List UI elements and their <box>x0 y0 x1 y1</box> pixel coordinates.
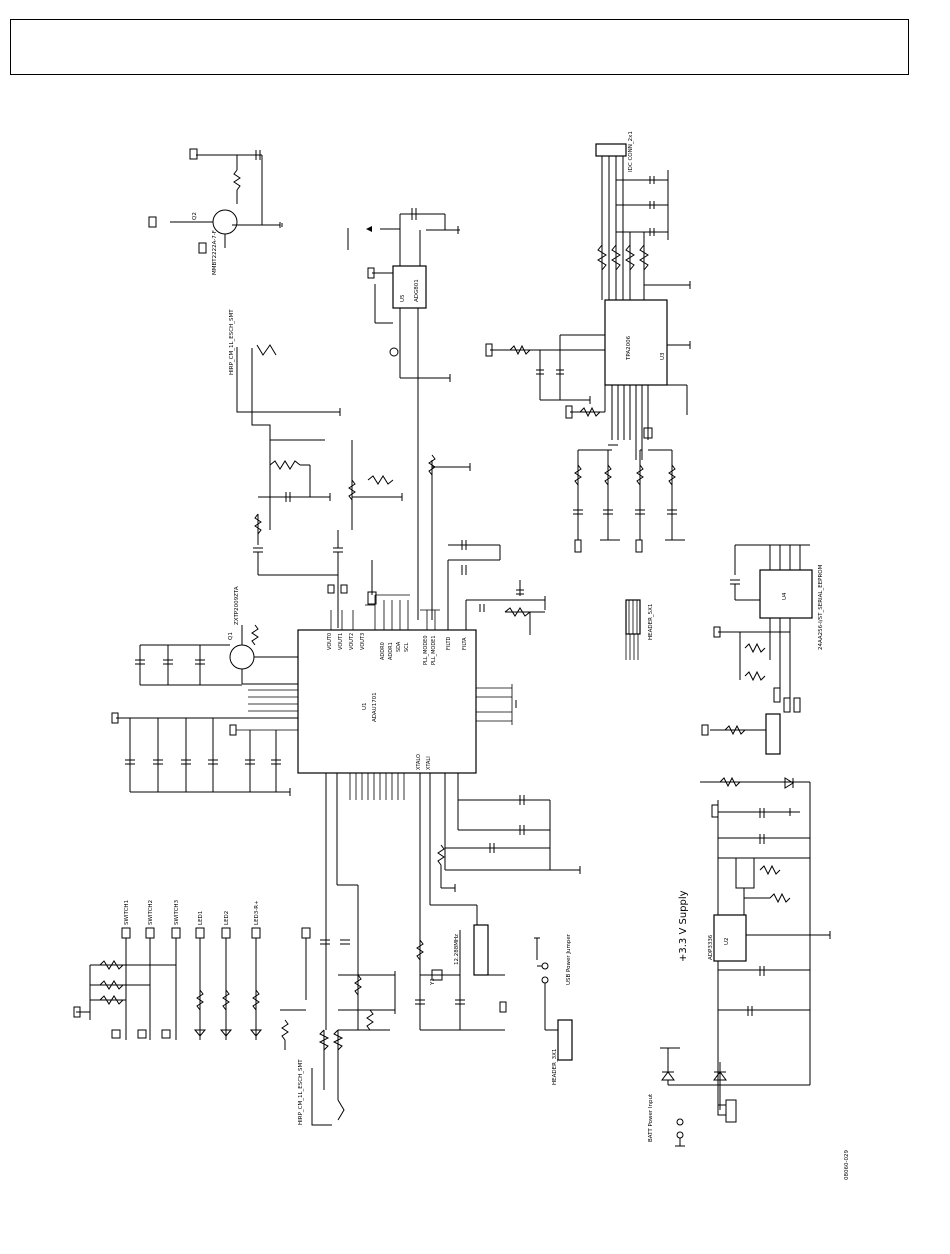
j8-part: HEADER_3X1 <box>552 1049 558 1085</box>
decoupling-rail <box>111 689 298 796</box>
switch1-label: SWITCH1 <box>124 900 130 925</box>
q1-part: ZXTP2009ZTA <box>234 586 240 625</box>
misc-flags <box>347 228 393 605</box>
u4-part: 24AA256-I/ST_SERIAL_EEPROM <box>818 564 824 650</box>
supply-label: +3.3 V Supply <box>678 890 689 962</box>
led2-label: LED2 <box>224 911 230 925</box>
u1-pin-addr1: ADDR1 <box>388 642 394 660</box>
u1-ref: U1 <box>362 702 368 710</box>
u1-pin-vout3: VOUT3 <box>360 633 366 650</box>
u3-block: IDC CONN_2x1 U3 TPA2006 <box>485 131 691 553</box>
title-block <box>10 19 909 75</box>
u1-pll-filter <box>447 540 546 635</box>
u1-pin-vout1: VOUT1 <box>338 633 344 650</box>
crystal-ref: Y1 <box>430 978 436 986</box>
q1-block: Q1 ZXTP2009ZTA <box>135 586 298 686</box>
figure-id: 08060-029 <box>844 1150 850 1180</box>
power-input-block: BATT Power Input 08060-029 <box>648 1047 850 1180</box>
u5-part: ADG801 <box>414 279 420 302</box>
j6-part: HIRP_CM_1L_ESCH_SMT <box>229 309 235 375</box>
u3-part: TPA2006 <box>626 335 632 361</box>
u1-chip: U1 ADAU1701 VOUT0 VOUT1 VOUT2 VOUT3 ADDR… <box>297 584 517 774</box>
u2-block: ADP3336 U2 +3.3 V Supply <box>678 713 831 1110</box>
j4-part: IDC CONN_2x1 <box>628 131 634 172</box>
u4-ref: U4 <box>782 592 788 600</box>
u1-part: ADAU1701 <box>372 692 378 722</box>
j6-block: HIRP_CM_1L_ESCH_SMT <box>229 309 341 441</box>
switch3-label: SWITCH3 <box>174 899 180 925</box>
u1-pin-scl: SCL <box>404 642 410 652</box>
jumper-text: USB Power Jumper <box>566 933 572 985</box>
mp-pins <box>325 773 581 935</box>
u1-pin-xtalo: XTALO <box>416 754 422 770</box>
led1-label: LED1 <box>198 911 204 925</box>
u4-block: 24AA256-I/ST_SERIAL_EEPROM U4 <box>713 544 824 713</box>
u1-pin-filtd: FILTD <box>446 636 452 650</box>
led3-label: LED3-R+ <box>254 900 260 925</box>
u1-pin-pll0: PLL_MODE0 <box>423 635 429 665</box>
u3-ref: U3 <box>660 352 666 360</box>
output-filter <box>253 440 471 628</box>
u1-pin-xtali: XTALI <box>426 756 432 770</box>
u1-pin-vout2: VOUT2 <box>349 633 355 650</box>
j7-part: HEADER_5X1 <box>648 604 654 640</box>
u5-ref: U5 <box>400 294 406 302</box>
batt-text: BATT Power Input <box>648 1093 654 1142</box>
q2-part: MMBT2222A-7-F <box>212 230 218 275</box>
j7-block: HEADER_5X1 <box>625 599 654 660</box>
u1-pin-sda: SDA <box>396 641 402 652</box>
crystal-block: 12.288MHz Y1 <box>415 905 507 1031</box>
switch2-label: SWITCH2 <box>148 900 154 925</box>
j8-block: USB Power Jumper HEADER_3X1 <box>534 933 573 1085</box>
u1-pin-filta: FILTA <box>462 637 468 650</box>
crystal-value: 12.288MHz <box>454 934 460 965</box>
u1-pin-addr0: ADDR0 <box>380 642 386 660</box>
u2-part: ADP3336 <box>708 934 714 960</box>
q1-ref: Q1 <box>228 632 234 640</box>
j5-block: HIRP_CM_1L_ESCH_SMT <box>298 890 396 1126</box>
u1-pin-pll1: PLL_MODE1 <box>431 635 437 665</box>
u2-ref: U2 <box>724 937 730 945</box>
u1-pin-vout0: VOUT0 <box>327 633 333 650</box>
u5-block: U5 ADG801 <box>366 208 460 620</box>
q2-block: Q2 MMBT2222A-7-F <box>148 148 283 275</box>
switch-led-block: SWITCH1 SWITCH2 SWITCH3 LED1 LED2 LED3-R… <box>73 899 311 1050</box>
j5-part: HIRP_CM_1L_ESCH_SMT <box>298 1059 304 1125</box>
q2-ref: Q2 <box>192 212 198 220</box>
